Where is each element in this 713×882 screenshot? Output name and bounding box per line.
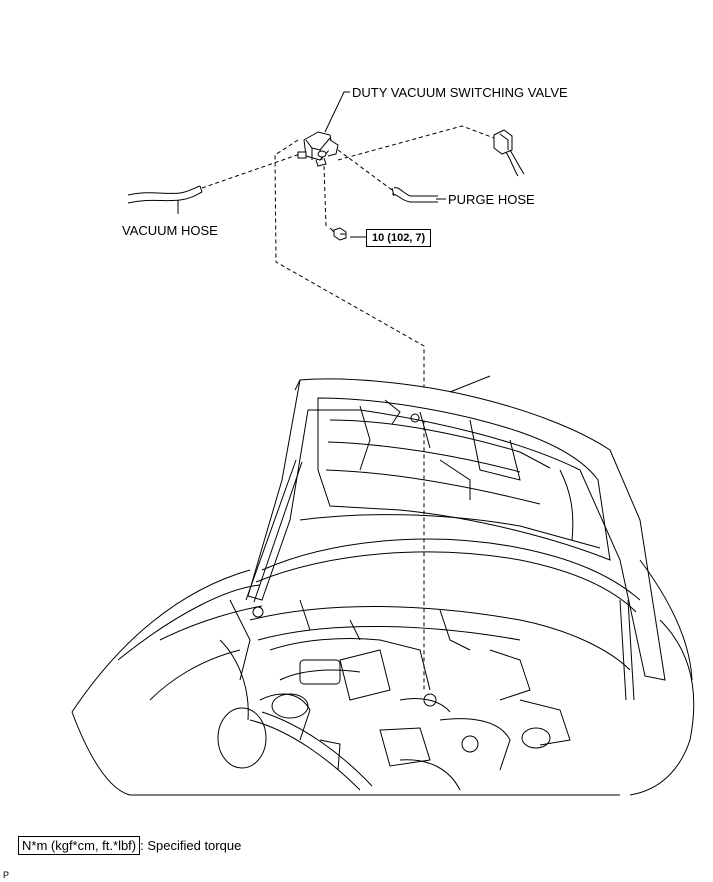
legend: N*m (kgf*cm, ft.*lbf): Specified torque [18,836,242,855]
legend-unit-box: N*m (kgf*cm, ft.*lbf) [18,836,141,855]
legend-description: : Specified torque [140,838,242,853]
purge-hose-illustration [391,187,446,203]
bolt-illustration [329,227,366,241]
connector-illustration [493,129,525,177]
page-mark: P [3,870,10,880]
purge-hose-label: PURGE HOSE [448,192,535,207]
dashed-assembly-lines [201,125,495,690]
vacuum-hose-label: VACUUM HOSE [122,223,218,238]
torque-spec-box: 10 (102, 7) [366,229,432,248]
vehicle-illustration [71,375,695,796]
valve-illustration [297,131,339,167]
valve-label: DUTY VACUUM SWITCHING VALVE [352,85,568,100]
vacuum-hose-illustration [127,185,203,214]
